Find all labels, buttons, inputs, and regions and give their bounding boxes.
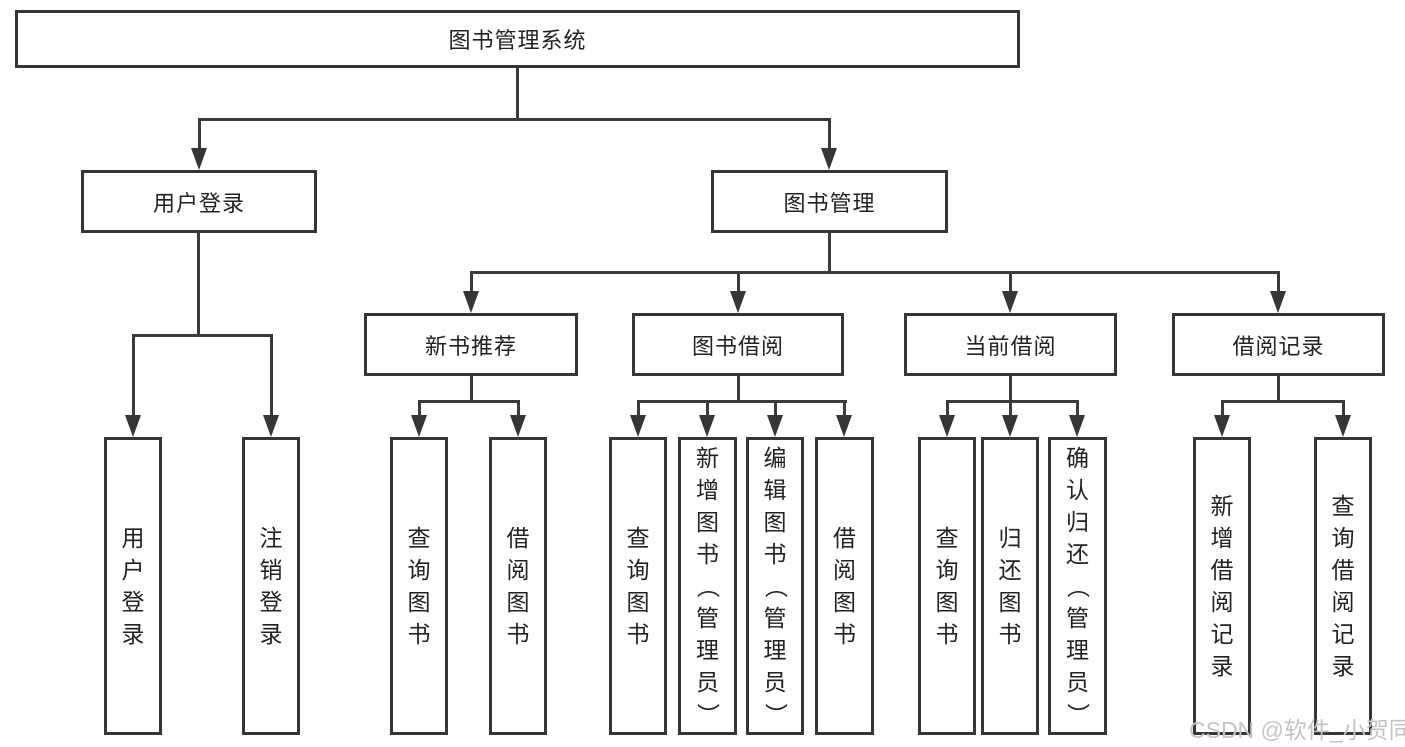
connector-line [1076, 400, 1079, 417]
node-label: 查询图书 [407, 524, 431, 647]
node-book-borrowing: 图书借阅 [632, 313, 844, 376]
arrow-down-icon [1335, 415, 1351, 437]
node-label: 借阅记录 [1232, 333, 1325, 359]
leaf-query-books: 查询图书 [390, 437, 448, 735]
node-label: 图书管理系统 [448, 28, 587, 53]
arrow-down-icon [1069, 415, 1085, 437]
leaf-logout: 注销登录 [242, 437, 300, 735]
connector-line [1277, 271, 1280, 293]
connector-line [517, 400, 520, 417]
leaf-user-login: 用户登录 [104, 437, 162, 735]
node-library-system: 图书管理系统 [15, 10, 1020, 68]
leaf-add-books-admin: 新增图书（管理员） [678, 437, 737, 735]
node-label: 新书推荐 [424, 333, 517, 359]
node-label: 编辑图书（管理员） [762, 444, 789, 726]
node-label: 借阅图书 [506, 524, 530, 647]
connector-line [706, 400, 709, 417]
arrow-down-icon [1214, 415, 1230, 437]
node-book-management: 图书管理 [711, 170, 948, 233]
connector-line [637, 400, 640, 417]
connector-line [828, 233, 831, 273]
connector-line [1009, 376, 1012, 402]
node-label: 用户登录 [152, 190, 245, 216]
connector-line [516, 68, 519, 121]
arrow-down-icon [125, 415, 141, 437]
connector-line [132, 334, 135, 417]
connector-line [737, 376, 740, 402]
node-label: 用户登录 [121, 524, 145, 647]
node-user-login: 用户登录 [81, 170, 317, 233]
leaf-borrow-books: 借阅图书 [489, 437, 547, 735]
connector-line [737, 271, 740, 293]
node-label: 注销登录 [259, 524, 283, 647]
arrow-down-icon [1002, 415, 1018, 437]
node-label: 归还图书 [998, 524, 1022, 647]
connector-line [197, 233, 200, 337]
node-new-book-recommendation: 新书推荐 [364, 313, 578, 376]
arrow-down-icon [1270, 291, 1286, 313]
leaf-add-borrow-record: 新增借阅记录 [1193, 437, 1251, 735]
connector-line [1221, 400, 1345, 403]
connector-line [1277, 376, 1280, 402]
connector-line [198, 118, 201, 150]
watermark: CSDN @软件_小贺同学 [1189, 717, 1405, 743]
connector-line [1009, 400, 1012, 417]
arrow-down-icon [730, 291, 746, 313]
leaf-query-books: 查询图书 [609, 437, 667, 735]
connector-line [470, 271, 473, 293]
leaf-query-books: 查询图书 [918, 437, 976, 735]
arrow-down-icon [939, 415, 955, 437]
leaf-edit-books-admin: 编辑图书（管理员） [746, 437, 804, 735]
leaf-query-borrow-record: 查询借阅记录 [1314, 437, 1372, 735]
connector-line [470, 376, 473, 402]
connector-line [843, 400, 846, 417]
node-label: 图书借阅 [691, 333, 784, 359]
node-label: 当前借阅 [964, 333, 1057, 359]
node-borrowing-records: 借阅记录 [1172, 313, 1385, 376]
arrow-down-icon [510, 415, 526, 437]
connector-line [946, 400, 1079, 403]
connector-line [1009, 271, 1012, 293]
arrow-down-icon [767, 415, 783, 437]
node-label: 查询图书 [626, 524, 650, 647]
arrow-down-icon [630, 415, 646, 437]
arrow-down-icon [463, 291, 479, 313]
connector-line [198, 118, 831, 121]
connector-line [946, 400, 949, 417]
connector-line [1342, 400, 1345, 417]
arrow-down-icon [821, 148, 837, 170]
arrow-down-icon [699, 415, 715, 437]
node-label: 新增借阅记录 [1210, 492, 1234, 679]
node-label: 图书管理 [783, 190, 876, 216]
connector-line [1221, 400, 1224, 417]
leaf-return-books: 归还图书 [981, 437, 1039, 735]
node-label: 确认归还（管理员） [1065, 444, 1091, 726]
connector-line [774, 400, 777, 417]
connector-line [828, 118, 831, 150]
connector-line [418, 400, 520, 403]
connector-line [270, 334, 273, 417]
node-label: 新增图书（管理员） [695, 444, 721, 726]
leaf-confirm-return-admin: 确认归还（管理员） [1048, 437, 1107, 735]
connector-line [132, 334, 273, 337]
connector-line [637, 400, 847, 403]
node-current-borrowing: 当前借阅 [904, 313, 1117, 376]
node-label: 查询图书 [935, 524, 959, 647]
arrow-down-icon [191, 148, 207, 170]
arrow-down-icon [1002, 291, 1018, 313]
connector-line [418, 400, 421, 417]
connector-line [470, 271, 1280, 274]
arrow-down-icon [263, 415, 279, 437]
arrow-down-icon [411, 415, 427, 437]
arrow-down-icon [836, 415, 852, 437]
node-label: 查询借阅记录 [1331, 492, 1355, 679]
node-label: 借阅图书 [833, 524, 856, 647]
leaf-borrow-books: 借阅图书 [815, 437, 874, 735]
